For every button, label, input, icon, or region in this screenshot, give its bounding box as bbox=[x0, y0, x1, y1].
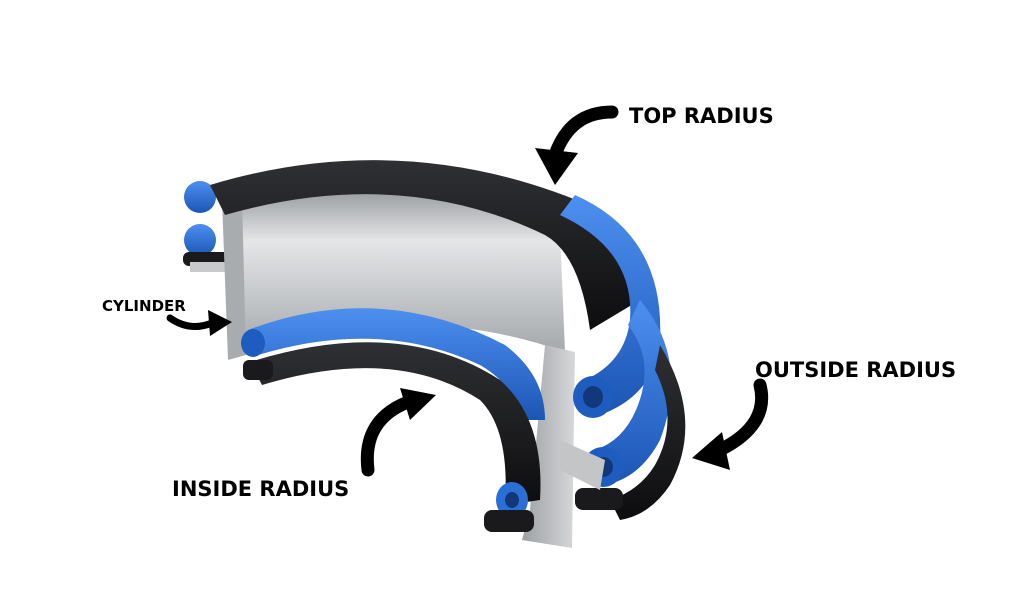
arrows bbox=[166, 105, 769, 477]
inside-radius-arrowhead bbox=[400, 388, 436, 420]
outside-black-seal bbox=[610, 345, 686, 520]
outside-black-flange bbox=[575, 488, 623, 510]
inner-blue-tube bbox=[248, 308, 545, 420]
cylinder-label: CYLINDER bbox=[102, 297, 186, 315]
bottom-black-flange bbox=[484, 510, 534, 532]
metal-bottom-shelf bbox=[560, 440, 605, 490]
inner-bottom-blue-hole bbox=[505, 492, 519, 508]
top-black-seal bbox=[210, 160, 640, 330]
metal-left-plate bbox=[222, 198, 246, 360]
left-blue-tube-top bbox=[184, 181, 216, 213]
cylinder-arrow bbox=[166, 314, 216, 331]
inside-black-flange-left bbox=[243, 360, 273, 380]
outer-blue-tube-1-hole bbox=[583, 386, 603, 408]
top-radius-label: TOP RADIUS bbox=[629, 104, 774, 128]
top-radius-arrowhead bbox=[535, 148, 578, 185]
metal-cylinder-wall bbox=[222, 181, 565, 352]
inner-blue-tube-end bbox=[241, 329, 265, 357]
outside-radius-arrow bbox=[713, 378, 769, 457]
outer-blue-tube-2 bbox=[595, 300, 672, 485]
inside-radius-arrow bbox=[360, 395, 415, 477]
inside-radius-label: INSIDE RADIUS bbox=[172, 477, 349, 501]
outer-blue-tube-1 bbox=[560, 195, 661, 415]
seal-illustration bbox=[183, 160, 686, 548]
top-radius-arrow bbox=[548, 105, 619, 162]
left-metal-foot bbox=[190, 262, 230, 272]
outside-radius-arrowhead bbox=[692, 432, 730, 470]
cylinder-arrowhead bbox=[208, 310, 232, 336]
left-blue-tube-mid bbox=[184, 224, 216, 256]
inside-black-seal bbox=[250, 342, 541, 505]
outside-radius-label: OUTSIDE RADIUS bbox=[755, 358, 956, 382]
